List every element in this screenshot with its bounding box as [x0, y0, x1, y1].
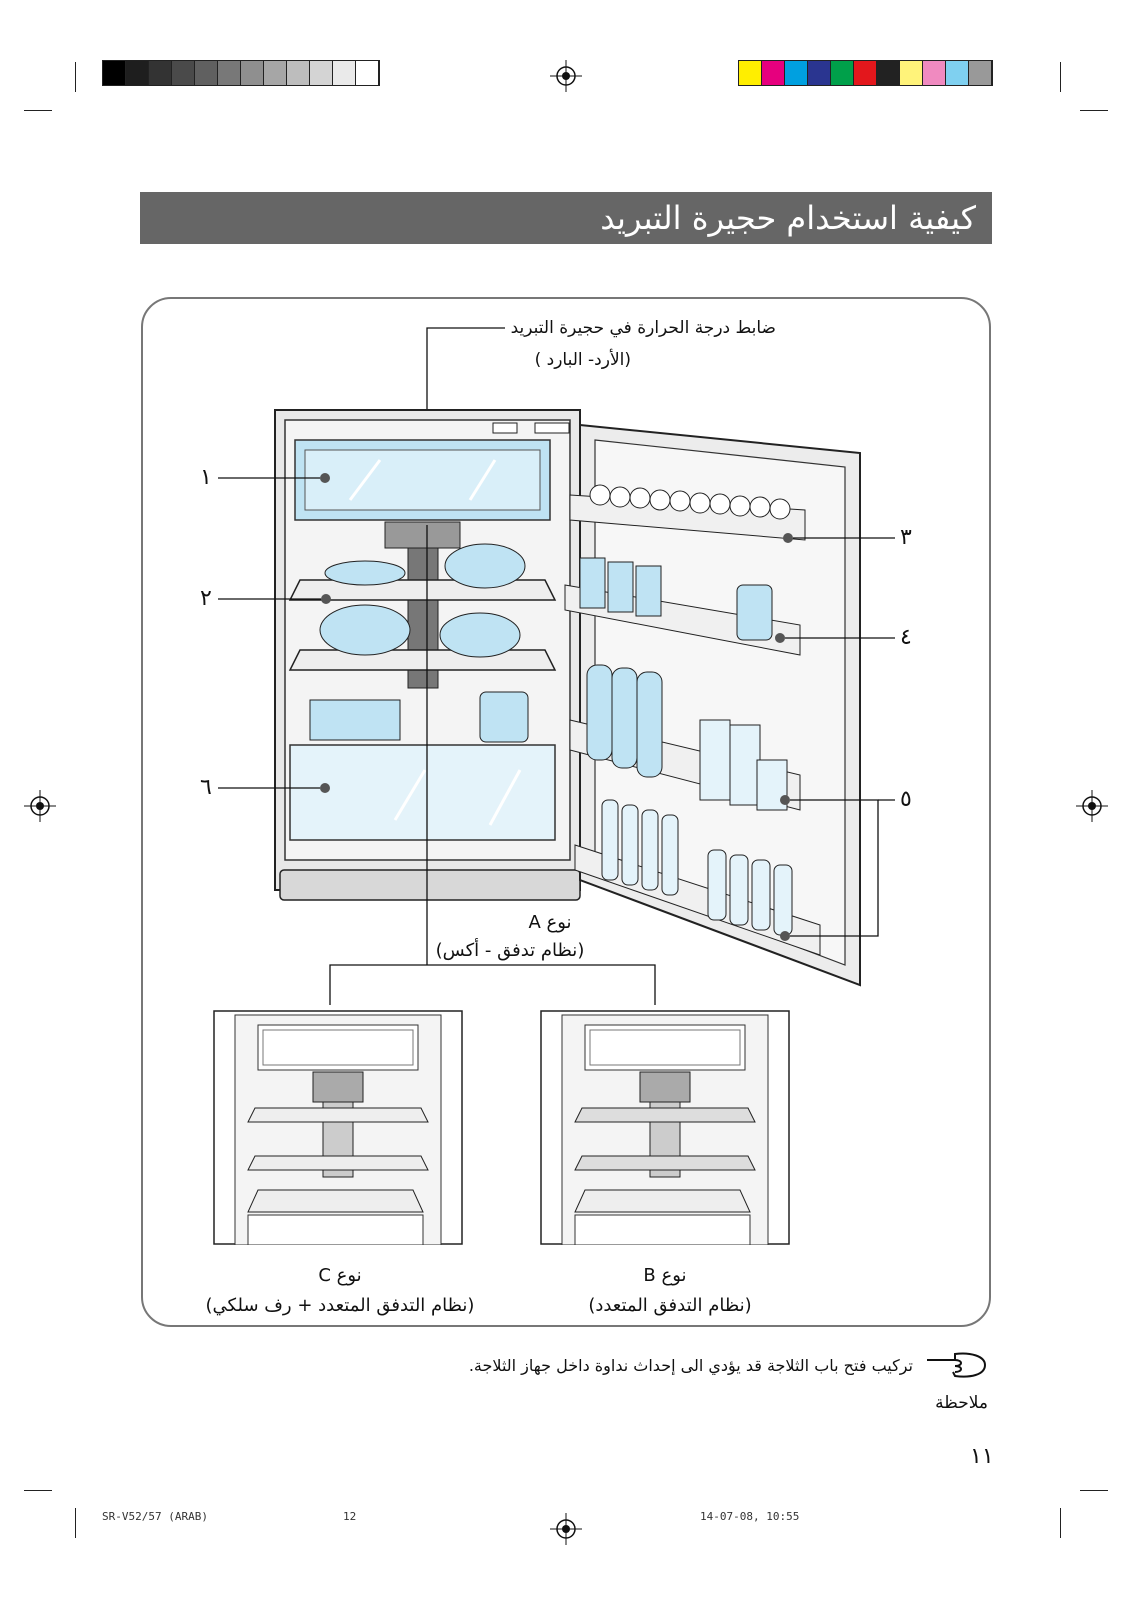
callout-number-4: ٤ [900, 625, 912, 650]
footer-model: SR-V52/57 (ARAB) [102, 1510, 208, 1523]
type-c-illustration [213, 1010, 463, 1245]
illustration-frame [141, 297, 991, 1327]
color-swatch [149, 61, 172, 85]
color-swatch [103, 61, 126, 85]
temperature-control-sub: (الأرد- البارد ) [534, 350, 631, 370]
registration-mark-icon [550, 60, 582, 92]
registration-mark-icon [1076, 790, 1108, 822]
crop-mark [24, 110, 52, 111]
pointing-hand-icon [927, 1352, 987, 1378]
callout-number-3: ٣ [900, 525, 912, 550]
registration-mark-icon [24, 790, 56, 822]
color-calibration-bar [738, 60, 993, 86]
crop-mark [24, 1490, 52, 1491]
color-swatch [854, 61, 877, 85]
note-label: ملاحظة [935, 1393, 988, 1413]
crop-mark [1060, 1508, 1061, 1538]
crop-mark [1060, 62, 1061, 92]
color-swatch [264, 61, 287, 85]
color-swatch [333, 61, 356, 85]
temperature-control-label: ضابط درجة الحرارة في حجيرة التبريد [510, 318, 776, 338]
color-swatch [785, 61, 808, 85]
refrigerator-illustration [218, 327, 895, 1005]
footer-timestamp: 14-07-08, 10:55 [700, 1510, 800, 1523]
crop-mark [75, 1508, 76, 1538]
title-bar: كيفية استخدام حجيرة التبريد [140, 192, 992, 244]
callout-number-2: ٢ [200, 586, 212, 611]
color-swatch [218, 61, 241, 85]
type-c-title: نوع C [318, 1265, 362, 1286]
type-c-desc: (نظام التدفق المتعدد + رف سلكي) [205, 1295, 475, 1316]
color-swatch [762, 61, 785, 85]
color-swatch [877, 61, 900, 85]
type-a-title: نوع A [528, 912, 572, 933]
color-swatch [946, 61, 969, 85]
type-b-desc: (نظام التدفق المتعدد) [588, 1295, 752, 1316]
crop-mark [1080, 110, 1108, 111]
crop-mark [1080, 1490, 1108, 1491]
grayscale-calibration-bar [102, 60, 380, 86]
color-swatch [356, 61, 379, 85]
type-b-title: نوع B [643, 1265, 687, 1286]
crop-mark [75, 62, 76, 92]
color-swatch [831, 61, 854, 85]
footer-page: 12 [343, 1510, 357, 1523]
page-number: ١١ [970, 1444, 994, 1469]
type-b-illustration [540, 1010, 790, 1245]
color-swatch [969, 61, 992, 85]
callout-number-1: ١ [200, 465, 212, 490]
color-swatch [310, 61, 333, 85]
color-swatch [923, 61, 946, 85]
color-swatch [808, 61, 831, 85]
type-a-desc: (نظام تدفق - أكس) [435, 940, 585, 961]
callout-number-5: ٥ [900, 787, 912, 812]
callout-number-6: ٦ [200, 775, 212, 800]
color-swatch [195, 61, 218, 85]
color-swatch [172, 61, 195, 85]
color-swatch [241, 61, 264, 85]
note-text: تركيب فتح باب الثلاجة قد يؤدي الى إحداث … [468, 1356, 913, 1375]
registration-mark-icon [550, 1513, 582, 1545]
color-swatch [126, 61, 149, 85]
page-title: كيفية استخدام حجيرة التبريد [600, 199, 976, 237]
color-swatch [900, 61, 923, 85]
color-swatch [739, 61, 762, 85]
color-swatch [287, 61, 310, 85]
